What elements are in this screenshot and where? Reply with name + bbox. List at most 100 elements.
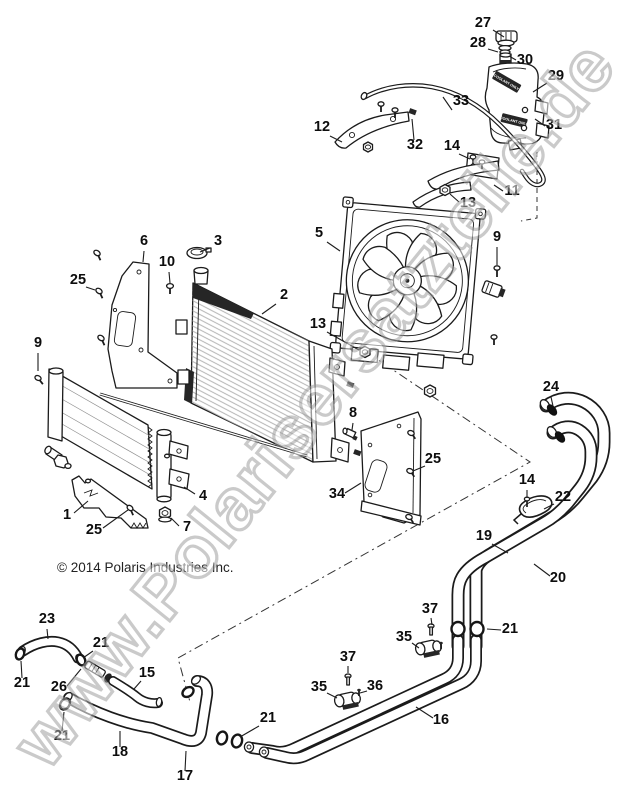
- clamp-21: [58, 697, 72, 711]
- hose-15: [108, 676, 163, 709]
- cooler-right-tank: [156, 430, 172, 502]
- cooler-fitting: [44, 445, 72, 470]
- screw: [493, 265, 501, 277]
- part-label-4: 4: [199, 488, 207, 504]
- leader-line: [239, 725, 260, 738]
- mount-bracket-12: [334, 101, 417, 153]
- leader-line: [102, 509, 129, 529]
- part-label-10: 10: [159, 254, 175, 270]
- screw: [405, 513, 415, 524]
- part-label-14: 14: [444, 138, 460, 154]
- nut: [359, 345, 371, 359]
- leader-line: [492, 29, 505, 38]
- fitting-8: [342, 427, 358, 441]
- part-label-28: 28: [470, 35, 486, 51]
- part-label-32: 32: [407, 137, 423, 153]
- leader-line: [184, 750, 187, 772]
- part-label-11: 11: [504, 183, 519, 199]
- nut: [423, 384, 437, 398]
- screw-37: [344, 673, 352, 686]
- clamp-24: [546, 404, 558, 416]
- leader-line: [550, 396, 554, 407]
- alignment-lines: [177, 152, 538, 703]
- pin-36: [357, 688, 361, 696]
- leader-line: [458, 153, 471, 160]
- part-label-27: 27: [475, 15, 491, 31]
- leader-line: [412, 465, 426, 472]
- leader-line: [411, 118, 415, 141]
- part-label-18: 18: [112, 744, 128, 760]
- screw: [469, 154, 477, 164]
- part-label-21: 21: [14, 675, 30, 691]
- part-label-21: 21: [93, 635, 109, 651]
- leader-line: [168, 271, 171, 284]
- hose-bracket-35: [414, 639, 442, 658]
- vent-line: [360, 83, 546, 188]
- leader-line: [82, 650, 94, 659]
- hose-19: [451, 420, 598, 653]
- copyright-text: © 2014 Polaris Industries Inc.: [57, 560, 234, 575]
- part-label-1: 1: [63, 507, 71, 523]
- clamp-21: [215, 730, 229, 746]
- screw: [93, 249, 102, 261]
- part-label-35: 35: [311, 679, 327, 695]
- leader-line: [66, 668, 82, 687]
- part-label-23: 23: [39, 611, 55, 627]
- cooler-left-tank: [47, 368, 64, 442]
- part-label-24: 24: [543, 379, 559, 395]
- fitting-26: [84, 660, 106, 678]
- fan-connector: [481, 280, 506, 298]
- part-label-15: 15: [139, 665, 155, 681]
- nut: [439, 183, 451, 197]
- screw: [391, 107, 399, 118]
- leader-line: [326, 331, 360, 351]
- part-label-36: 36: [367, 678, 383, 694]
- part-label-7: 7: [183, 519, 191, 535]
- tank-label-2: COOLANT ONLY: [500, 116, 529, 127]
- part-label-21: 21: [260, 710, 276, 726]
- leader-line: [46, 628, 49, 640]
- screw: [478, 159, 486, 169]
- clamp-24: [554, 431, 566, 443]
- leader-line: [85, 286, 96, 291]
- mount-bracket-11: [427, 152, 500, 190]
- leader-line: [534, 118, 546, 127]
- screw: [97, 334, 106, 346]
- part-label-26: 26: [51, 679, 67, 695]
- part-label-33: 33: [453, 93, 469, 109]
- part-label-21: 21: [502, 621, 518, 637]
- part-label-17: 17: [177, 768, 193, 784]
- leader-line: [261, 303, 277, 315]
- screw: [377, 101, 385, 112]
- leader-line: [487, 48, 499, 53]
- leader-line: [199, 247, 211, 253]
- leader-line: [73, 500, 89, 514]
- clamp-21: [450, 620, 466, 638]
- part-label-25: 25: [86, 522, 102, 538]
- leader-line: [329, 135, 343, 143]
- part-label-37: 37: [422, 601, 438, 617]
- leader-line: [351, 422, 354, 431]
- screw: [165, 282, 175, 294]
- leader-line: [344, 482, 362, 494]
- clip-32: [408, 108, 417, 116]
- part-label-13: 13: [460, 195, 476, 211]
- clamp-21: [469, 620, 485, 638]
- screw-37: [427, 623, 435, 636]
- clamp-21: [14, 647, 26, 661]
- leader-line: [486, 628, 502, 631]
- leader-line: [20, 660, 23, 679]
- screw: [407, 429, 417, 440]
- screw: [406, 467, 416, 478]
- part-label-31: 31: [546, 117, 562, 133]
- part-label-14: 14: [519, 472, 535, 488]
- radiator: [99, 246, 371, 463]
- part-label-3: 3: [214, 233, 222, 249]
- tube-16: [243, 634, 482, 765]
- part-label-35: 35: [396, 629, 412, 645]
- leader-line: [326, 241, 341, 252]
- leader-line: [326, 692, 338, 699]
- hose-bracket-35: [333, 691, 361, 710]
- leader-line: [442, 96, 453, 111]
